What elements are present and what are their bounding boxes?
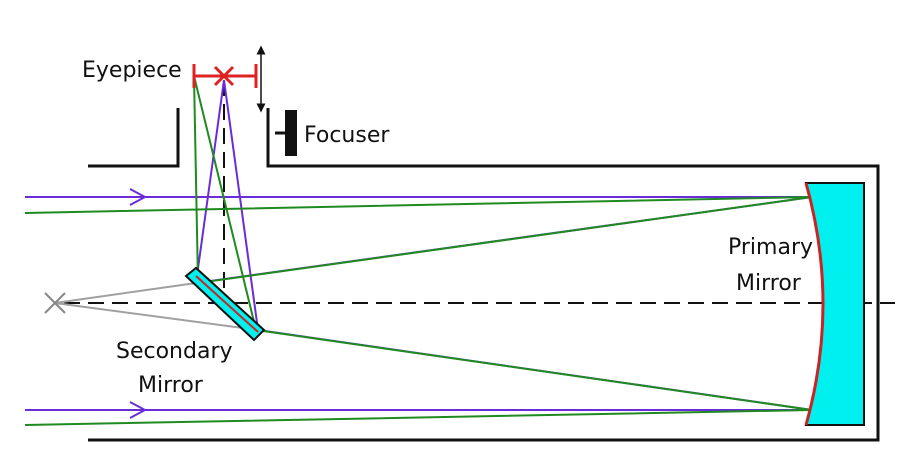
secondary-mirror-body (184, 266, 266, 342)
tube-top-wall-right (88, 108, 880, 442)
green-rays (24, 75, 813, 426)
label-secondary-line2: Mirror (138, 373, 204, 398)
secondary-mirror-surface (195, 275, 259, 333)
green-ray-bottom (24, 75, 813, 426)
green-ray-top (24, 75, 813, 285)
purple-rays (25, 79, 813, 419)
telescope-tube (88, 108, 880, 442)
label-primary-line1: Primary (728, 235, 813, 260)
purple-ray-bottom-arrow (129, 401, 148, 419)
eyepiece (192, 64, 258, 88)
virtual-ray-top (54, 282, 197, 304)
primary-mirror-surface (804, 182, 825, 426)
virtual-ray-bottom (54, 302, 259, 331)
label-eyepiece: Eyepiece (82, 58, 182, 83)
virtual-focus (44, 282, 259, 331)
virtual-focus-cross-icon (44, 292, 66, 314)
label-primary-line2: Mirror (736, 271, 802, 296)
secondary-mirror (184, 266, 266, 342)
focal-point-cross-icon (213, 65, 235, 87)
tube-top-wall-left (88, 108, 180, 168)
purple-ray-top-arrow (129, 188, 148, 206)
focuser-knob (285, 110, 297, 156)
focuser (275, 110, 297, 156)
label-focuser: Focuser (304, 123, 390, 148)
label-secondary-line1: Secondary (116, 339, 233, 364)
primary-mirror (804, 182, 865, 426)
